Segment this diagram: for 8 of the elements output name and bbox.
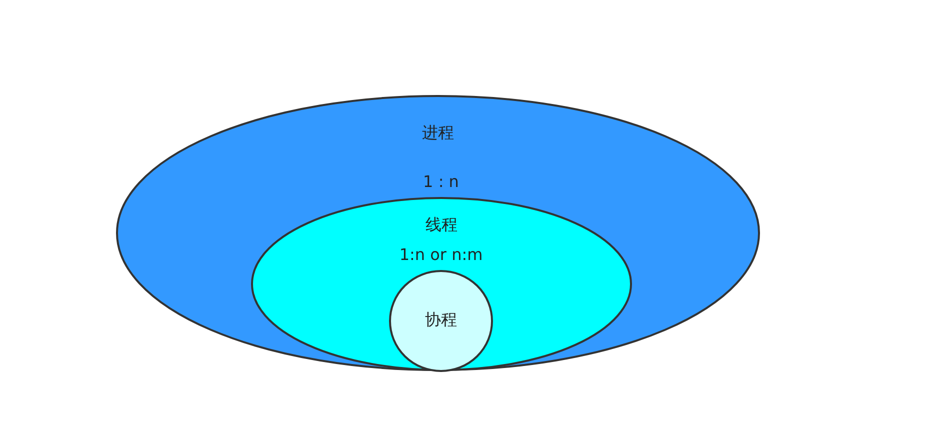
thread-ellipse bbox=[251, 197, 632, 371]
process-ellipse bbox=[116, 95, 760, 371]
node-label: 进程 bbox=[422, 123, 454, 144]
node-label: 协程 bbox=[425, 310, 457, 331]
coroutine-circle bbox=[389, 270, 493, 372]
relation-label: 1 : n bbox=[423, 172, 459, 191]
relation-label: 1:n or n:m bbox=[399, 245, 483, 264]
node-label: 线程 bbox=[426, 215, 458, 236]
